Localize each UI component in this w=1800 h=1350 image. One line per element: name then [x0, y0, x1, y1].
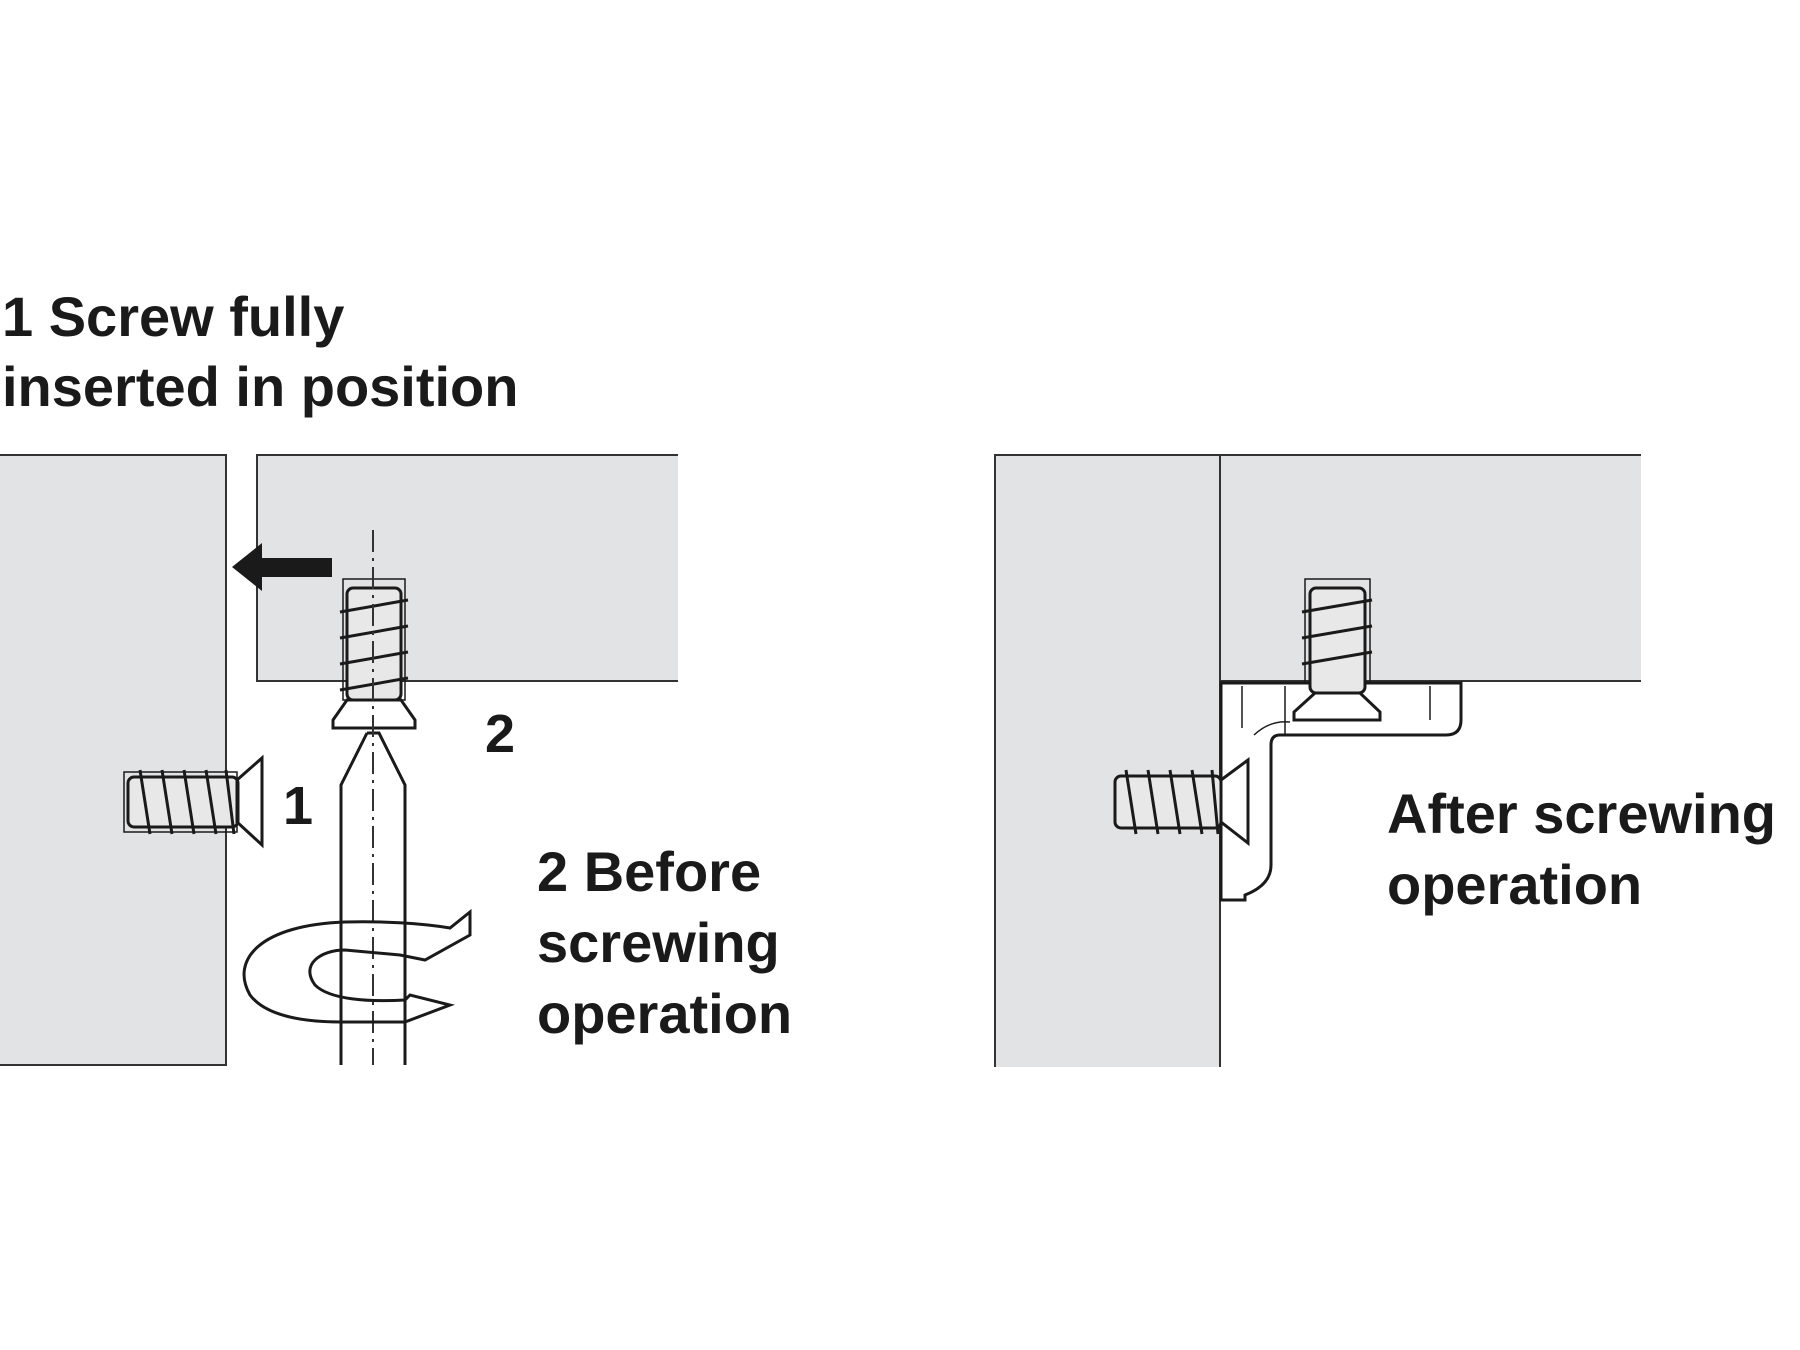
step1-title-line1: 1 Screw fully: [2, 285, 344, 348]
marker-2: 2: [485, 704, 515, 764]
before-panel: 1 2 2 Before screwing operation: [0, 454, 792, 1066]
before-caption-line3: operation: [537, 982, 792, 1045]
screw-vertical-icon: [1292, 578, 1382, 722]
angle-bracket-icon: [1219, 681, 1463, 902]
after-caption-line1: After screwing: [1387, 782, 1776, 845]
after-panel: After screwing operation: [994, 454, 1776, 1067]
rotate-arrow-icon: [242, 908, 472, 1024]
arrow-left-icon: [232, 543, 332, 591]
screw-1-icon: [123, 754, 264, 849]
side-panel-board: [0, 454, 227, 1066]
step1-title-line2: inserted in position: [2, 355, 518, 418]
after-caption-line2: operation: [1387, 853, 1642, 916]
before-caption-line1: 2 Before: [537, 840, 761, 903]
side-panel-board: [994, 454, 1221, 1067]
screw-horizontal-icon: [1113, 757, 1250, 847]
before-caption-line2: screwing: [537, 911, 780, 974]
top-panel-board: [1219, 454, 1641, 682]
marker-1: 1: [283, 776, 313, 836]
